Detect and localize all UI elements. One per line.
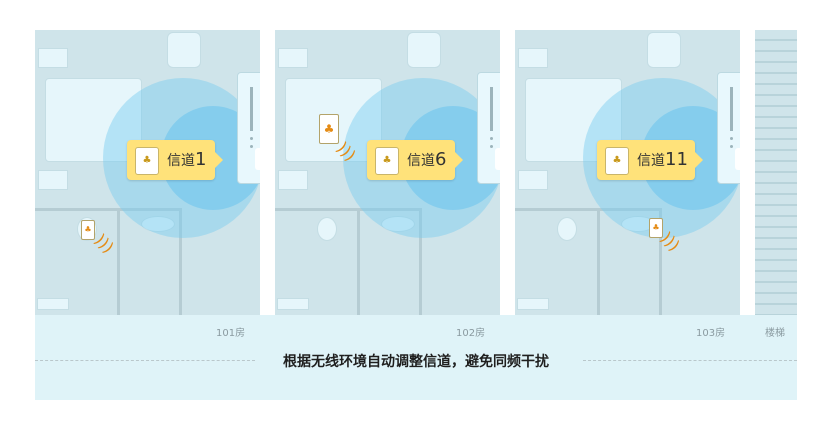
router-icon: ♣ xyxy=(135,147,159,175)
phone-icon: ♣ xyxy=(81,220,95,240)
chair xyxy=(647,32,681,68)
room-103: ♣ ))) ♣ 信道11 xyxy=(515,30,740,315)
channel-badge: ♣ 信道11 xyxy=(597,140,703,180)
room-101: ♣ ))) ♣ 信道1 xyxy=(35,30,260,315)
shower xyxy=(277,298,309,310)
plug xyxy=(255,148,260,170)
channel-label: 信道1 xyxy=(167,149,207,170)
caption-row: 根据无线环境自动调整信道，避免同频干扰 xyxy=(35,348,797,374)
nightstand xyxy=(518,170,548,190)
channel-badge: ♣ 信道6 xyxy=(367,140,463,180)
sink xyxy=(381,216,415,232)
router-icon xyxy=(717,72,740,184)
phone-icon: ♣ xyxy=(319,114,339,144)
nightstand xyxy=(38,170,68,190)
stairs xyxy=(755,30,797,315)
bathroom-wall xyxy=(357,208,360,315)
nightstand xyxy=(278,170,308,190)
bathroom-wall xyxy=(35,208,180,211)
bathroom-wall xyxy=(275,208,420,211)
divider xyxy=(583,360,797,361)
nightstand xyxy=(278,48,308,68)
shower xyxy=(517,298,549,310)
bed xyxy=(45,78,142,162)
room-label-102: 102房 xyxy=(456,328,486,339)
toilet xyxy=(317,217,337,241)
plug xyxy=(735,148,740,170)
bed xyxy=(285,78,382,162)
chair xyxy=(167,32,201,68)
footer-band xyxy=(35,315,797,400)
plug xyxy=(495,148,500,170)
stairs-label: 楼梯 xyxy=(765,328,785,339)
floorplan-scene: ♣ ))) ♣ 信道1 ♣ ))) ♣ 信道6 xyxy=(35,30,797,400)
bathroom-wall xyxy=(117,208,120,315)
room-label-103: 103房 xyxy=(696,328,726,339)
shower xyxy=(37,298,69,310)
nightstand xyxy=(518,48,548,68)
bathroom-wall xyxy=(597,208,600,315)
toilet xyxy=(557,217,577,241)
sink xyxy=(141,216,175,232)
router-icon xyxy=(237,72,260,184)
room-label-101: 101房 xyxy=(216,328,246,339)
bathroom-wall xyxy=(419,208,422,315)
bathroom-wall xyxy=(179,208,182,315)
chair xyxy=(407,32,441,68)
bathroom-wall xyxy=(515,208,660,211)
channel-label: 信道6 xyxy=(407,149,447,170)
phone-icon: ♣ xyxy=(649,218,663,238)
room-102: ♣ ))) ♣ 信道6 xyxy=(275,30,500,315)
bathroom-wall xyxy=(659,208,662,315)
caption: 根据无线环境自动调整信道，避免同频干扰 xyxy=(283,354,549,370)
router-icon: ♣ xyxy=(375,147,399,175)
divider xyxy=(35,360,255,361)
nightstand xyxy=(38,48,68,68)
channel-label: 信道11 xyxy=(637,149,688,170)
channel-badge: ♣ 信道1 xyxy=(127,140,223,180)
router-icon: ♣ xyxy=(605,147,629,175)
router-icon xyxy=(477,72,500,184)
